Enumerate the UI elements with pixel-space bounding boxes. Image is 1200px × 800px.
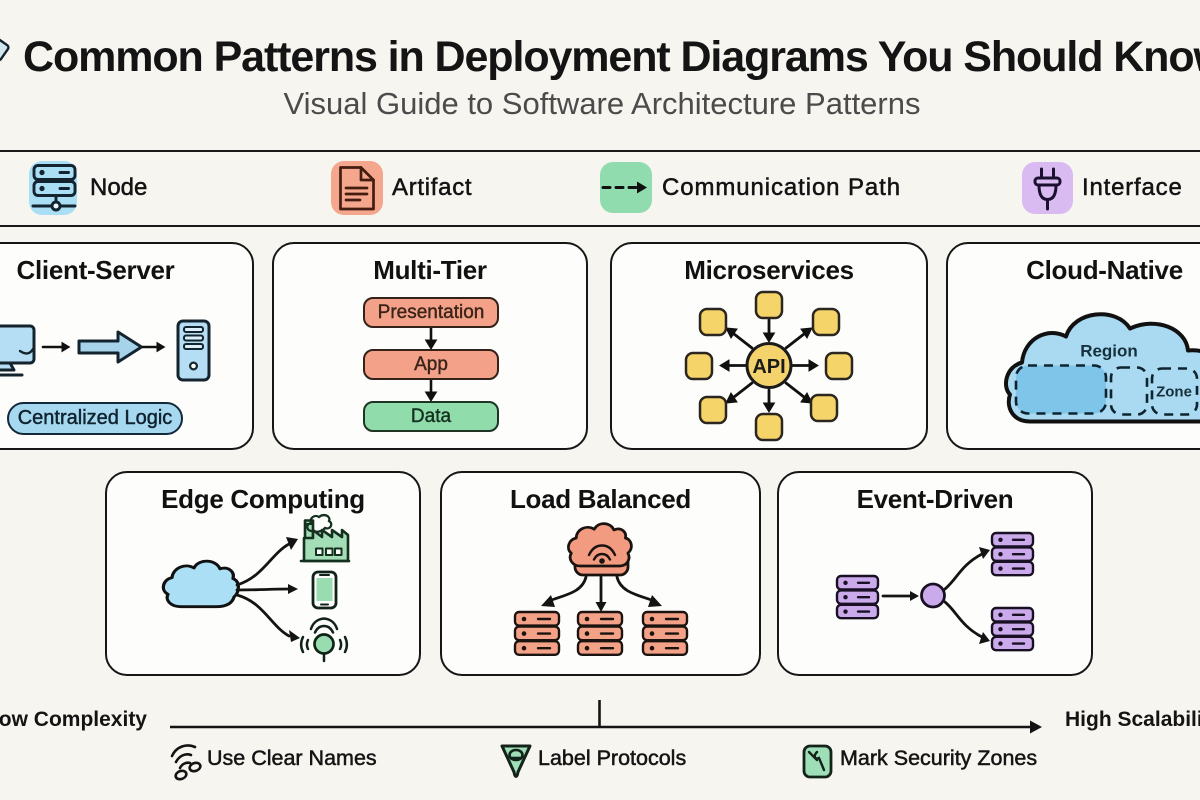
svg-text:Zone: Zone: [1156, 384, 1192, 401]
svg-text:Region: Region: [1080, 342, 1138, 361]
svg-text:API: API: [752, 356, 785, 378]
